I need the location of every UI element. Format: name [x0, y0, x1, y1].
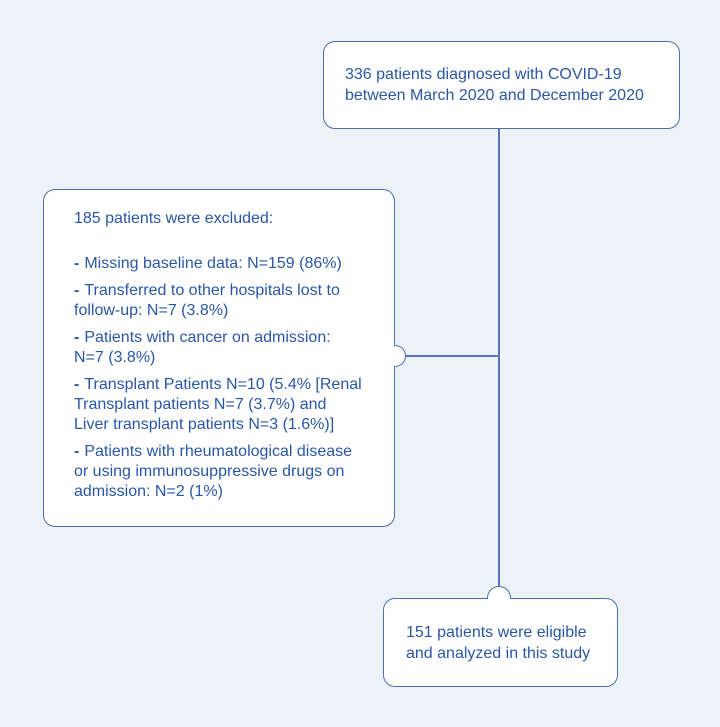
- exclusion-item-text: Missing baseline data: N=159 (86%): [84, 255, 342, 272]
- exclusion-item-text: Patients with cancer on admission: N=7 (…: [74, 329, 331, 366]
- exclusion-item: -Missing baseline data: N=159 (86%): [74, 254, 370, 274]
- exclusion-box: 185 patients were excluded: -Missing bas…: [43, 189, 395, 527]
- exclusion-item: -Transferred to other hospitals lost to …: [74, 281, 370, 321]
- eligible-box-connector-notch: [487, 586, 511, 599]
- connector-vertical-line: [498, 129, 500, 586]
- exclusion-item-text: Transferred to other hospitals lost to f…: [74, 282, 340, 319]
- exclusion-item: -Patients with rheumatological disease o…: [74, 442, 370, 502]
- total-patients-box: 336 patients diagnosed with COVID-19 bet…: [323, 41, 680, 129]
- bullet-dash: -: [74, 443, 80, 460]
- bullet-dash: -: [74, 329, 80, 346]
- exclusion-title: 185 patients were excluded:: [74, 210, 274, 227]
- exclusion-item: -Patients with cancer on admission: N=7 …: [74, 328, 370, 368]
- bullet-dash: -: [74, 282, 80, 299]
- exclusion-box-connector-notch: [394, 345, 406, 367]
- exclusion-item-text: Patients with rheumatological disease or…: [74, 443, 353, 500]
- exclusion-item-text: Transplant Patients N=10 (5.4% [Renal Tr…: [74, 376, 362, 433]
- total-patients-text: 336 patients diagnosed with COVID-19 bet…: [345, 66, 644, 104]
- eligible-patients-text: 151 patients were eligible and analyzed …: [406, 623, 591, 662]
- exclusion-item: -Transplant Patients N=10 (5.4% [Renal T…: [74, 375, 370, 435]
- bullet-dash: -: [74, 376, 80, 393]
- bullet-dash: -: [74, 255, 80, 272]
- eligible-patients-box: 151 patients were eligible and analyzed …: [383, 598, 618, 687]
- connector-horizontal-line: [405, 355, 499, 357]
